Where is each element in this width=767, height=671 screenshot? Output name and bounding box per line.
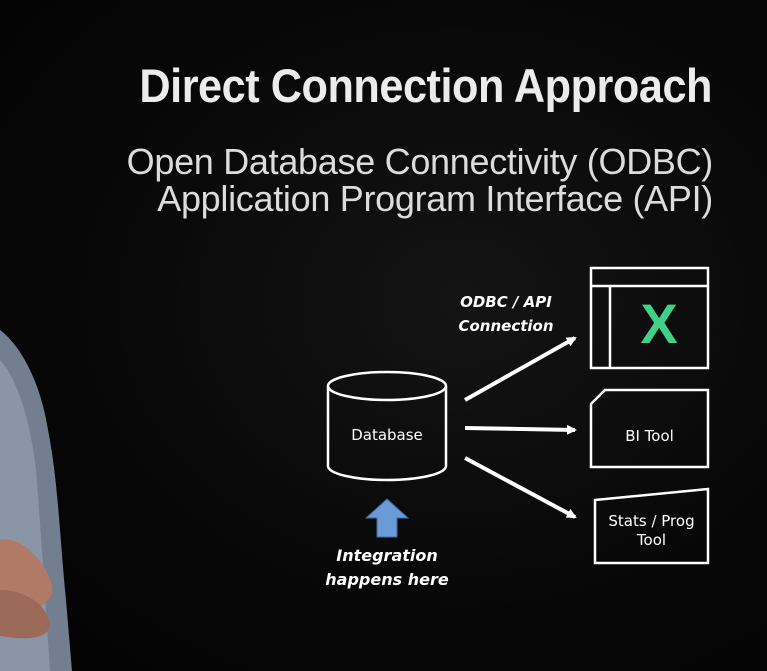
arrow-to-excel — [464, 336, 577, 402]
database-cylinder-icon — [326, 370, 448, 482]
stats-tool-label-line-1: Stats / Prog — [608, 512, 695, 530]
integration-label: Integration happens here — [317, 544, 457, 592]
up-arrow-icon — [364, 498, 410, 538]
arrow-to-bi-tool — [464, 424, 577, 435]
connection-label: ODBC / API Connection — [446, 290, 566, 338]
connection-label-line-1: ODBC / API — [460, 293, 552, 311]
arrow-to-stats-tool — [464, 456, 577, 519]
page-title: Direct Connection Approach — [139, 59, 712, 112]
excel-window-box — [589, 266, 710, 370]
bi-tool-box — [589, 388, 710, 469]
subtitle-line-2: Application Program Interface (API) — [157, 178, 713, 219]
database-label: Database — [351, 426, 423, 444]
stats-tool-label: Stats / Prog Tool — [595, 512, 708, 550]
subtitle-line-1: Open Database Connectivity (ODBC) — [126, 141, 714, 182]
integration-label-line-1: Integration — [336, 546, 438, 565]
excel-x-icon: X — [640, 292, 678, 355]
bi-tool-label: BI Tool — [625, 427, 674, 445]
stats-tool-label-line-2: Tool — [636, 531, 667, 549]
integration-label-line-2: happens here — [325, 570, 449, 589]
stats-tool-box — [593, 487, 710, 565]
connection-label-line-2: Connection — [458, 317, 554, 335]
